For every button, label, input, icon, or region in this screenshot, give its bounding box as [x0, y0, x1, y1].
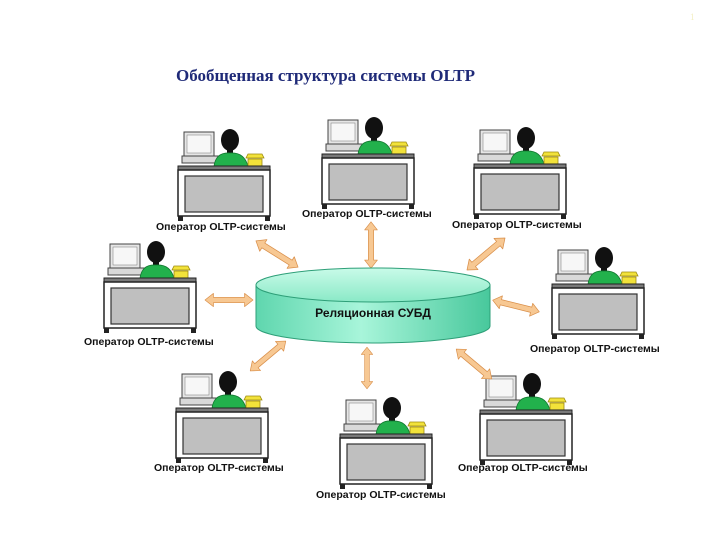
arrow-top-left: [251, 234, 303, 274]
operator-bottom-left: Оператор OLTP-системы: [154, 370, 284, 474]
operator-workstation-icon: [175, 370, 269, 464]
operator-top-left: Оператор OLTP-системы: [156, 128, 286, 233]
double-arrow-icon: [245, 335, 291, 377]
operator-workstation-icon: [321, 116, 415, 210]
operator-label: Оператор OLTP-системы: [154, 462, 284, 474]
slide-number: 1: [690, 12, 695, 22]
operator-label: Оператор OLTP-системы: [452, 219, 582, 231]
operator-workstation-icon: [177, 128, 271, 222]
double-arrow-icon: [462, 232, 510, 276]
operator-label: Оператор OLTP-системы: [156, 221, 286, 233]
operator-workstation-icon: [479, 372, 573, 466]
arrow-bottom-center: [360, 346, 374, 390]
double-arrow-icon: [204, 293, 254, 307]
operator-middle-right: Оператор OLTP-системы: [530, 246, 660, 355]
database-cylinder: Реляционная СУБД: [255, 267, 491, 344]
operator-label: Оператор OLTP-системы: [458, 462, 588, 474]
arrow-bottom-right: [451, 343, 497, 385]
operator-workstation-icon: [339, 396, 433, 490]
arrow-middle-left: [204, 293, 254, 307]
operator-label: Оператор OLTP-системы: [530, 343, 660, 355]
operator-top-center: Оператор OLTP-системы: [302, 116, 432, 220]
operator-middle-left: Оператор OLTP-системы: [84, 240, 214, 348]
diagram-title: Обобщенная структура системы OLTP: [176, 66, 476, 85]
double-arrow-icon: [251, 234, 303, 274]
operator-label: Оператор OLTP-системы: [316, 489, 446, 501]
operator-label: Оператор OLTP-системы: [302, 208, 432, 220]
operator-label: Оператор OLTP-системы: [84, 336, 214, 348]
operator-bottom-center: Оператор OLTP-системы: [316, 396, 446, 501]
operator-workstation-icon: [551, 246, 645, 340]
double-arrow-icon: [364, 221, 378, 269]
arrow-middle-right: [490, 293, 542, 319]
database-cylinder-icon: [255, 267, 491, 344]
double-arrow-icon: [490, 293, 542, 319]
arrow-top-center: [364, 221, 378, 269]
arrow-bottom-left: [245, 335, 291, 377]
operator-workstation-icon: [473, 126, 567, 220]
arrow-top-right: [462, 232, 510, 276]
database-label: Реляционная СУБД: [315, 306, 431, 320]
double-arrow-icon: [451, 343, 497, 385]
operator-top-right: Оператор OLTP-системы: [452, 126, 582, 231]
double-arrow-icon: [360, 346, 374, 390]
operator-bottom-right: Оператор OLTP-системы: [458, 372, 588, 474]
operator-workstation-icon: [103, 240, 197, 334]
